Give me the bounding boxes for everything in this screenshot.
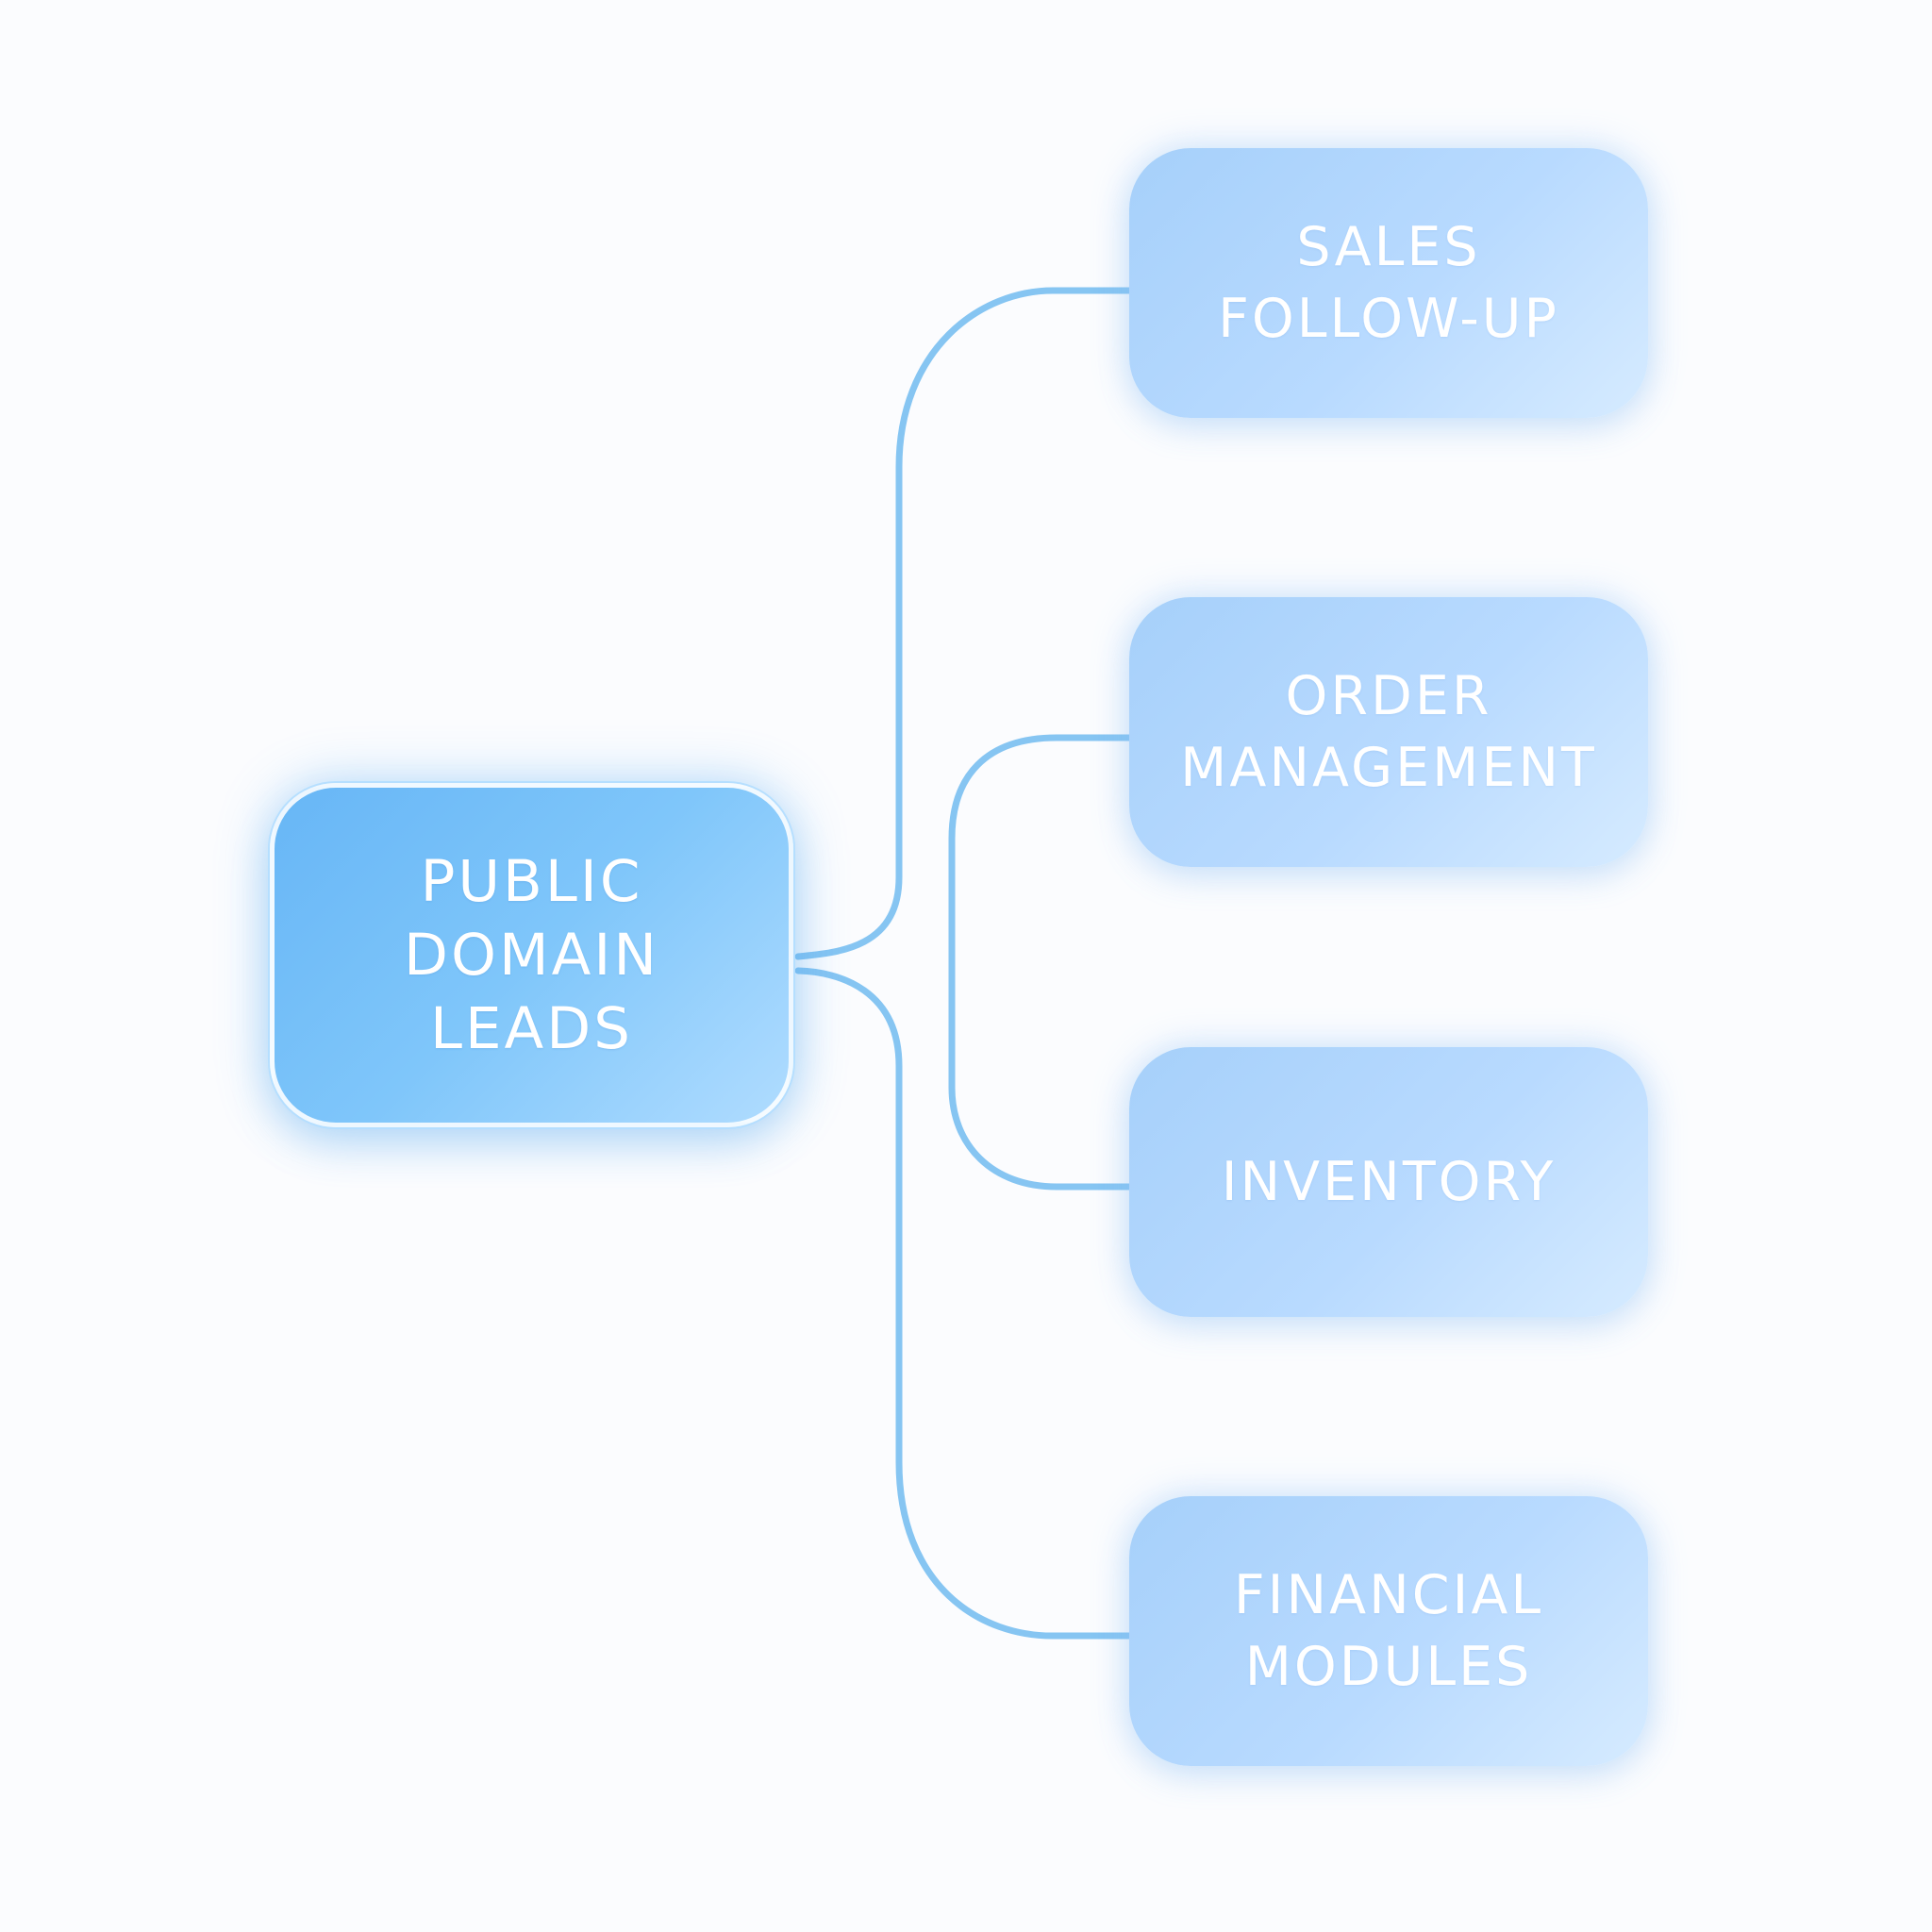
connector-to-financial-modules — [794, 967, 1133, 1640]
connector-to-sales-follow-up — [794, 287, 1133, 960]
inventory-label: INVENTORY — [1221, 1151, 1557, 1213]
order-management-label-line-2: MANAGEMENT — [1180, 737, 1597, 799]
root-node-label-line-3: LEADS — [430, 994, 633, 1062]
sales-follow-up-label-line-1: SALES — [1296, 216, 1481, 278]
root-node-label-line-2: DOMAIN — [404, 921, 659, 989]
connector-to-order-management — [948, 734, 1133, 1191]
child-node-inventory[interactable]: INVENTORY — [1129, 1047, 1648, 1317]
child-node-order-management[interactable]: ORDER MANAGEMENT — [1129, 597, 1648, 867]
child-node-sales-follow-up[interactable]: SALES FOLLOW-UP — [1129, 148, 1648, 418]
financial-modules-label-line-1: FINANCIAL — [1233, 1564, 1544, 1626]
root-node-label-line-1: PUBLIC — [420, 847, 643, 915]
root-node-public-domain-leads[interactable]: PUBLIC DOMAIN LEADS — [270, 783, 793, 1127]
order-management-label-line-1: ORDER — [1285, 665, 1492, 727]
sales-follow-up-label-line-2: FOLLOW-UP — [1218, 288, 1559, 350]
child-node-financial-modules[interactable]: FINANCIAL MODULES — [1129, 1496, 1648, 1766]
financial-modules-label-line-2: MODULES — [1244, 1636, 1533, 1698]
